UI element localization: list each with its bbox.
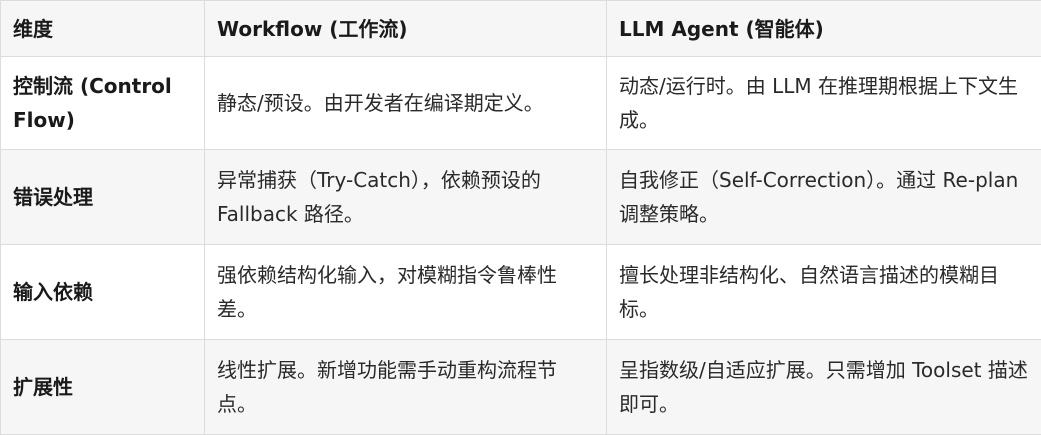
table-header-row: 维度 Workflow (工作流) LLM Agent (智能体) (0, 0, 1041, 57)
header-dimension: 维度 (0, 0, 205, 57)
row-agent-cell: 自我修正（Self-Correction）。通过 Re-plan 调整策略。 (606, 149, 1041, 245)
header-workflow: Workflow (工作流) (204, 0, 607, 57)
row-dimension: 扩展性 (0, 339, 205, 435)
row-agent-cell: 呈指数级/自适应扩展。只需增加 Toolset 描述即可。 (606, 339, 1041, 435)
table-row: 扩展性 线性扩展。新增功能需手动重构流程节点。 呈指数级/自适应扩展。只需增加 … (0, 339, 1041, 435)
row-dimension: 错误处理 (0, 149, 205, 245)
row-workflow-cell: 静态/预设。由开发者在编译期定义。 (204, 56, 607, 150)
row-workflow-cell: 异常捕获（Try-Catch），依赖预设的 Fallback 路径。 (204, 149, 607, 245)
row-agent-cell: 动态/运行时。由 LLM 在推理期根据上下文生成。 (606, 56, 1041, 150)
row-dimension: 控制流 (Control Flow) (0, 56, 205, 150)
row-agent-cell: 擅长处理非结构化、自然语言描述的模糊目标。 (606, 244, 1041, 340)
table-row: 输入依赖 强依赖结构化输入，对模糊指令鲁棒性差。 擅长处理非结构化、自然语言描述… (0, 244, 1041, 340)
table-row: 控制流 (Control Flow) 静态/预设。由开发者在编译期定义。 动态/… (0, 56, 1041, 150)
row-workflow-cell: 强依赖结构化输入，对模糊指令鲁棒性差。 (204, 244, 607, 340)
table-row: 错误处理 异常捕获（Try-Catch），依赖预设的 Fallback 路径。 … (0, 149, 1041, 245)
row-workflow-cell: 线性扩展。新增功能需手动重构流程节点。 (204, 339, 607, 435)
header-agent: LLM Agent (智能体) (606, 0, 1041, 57)
row-dimension: 输入依赖 (0, 244, 205, 340)
